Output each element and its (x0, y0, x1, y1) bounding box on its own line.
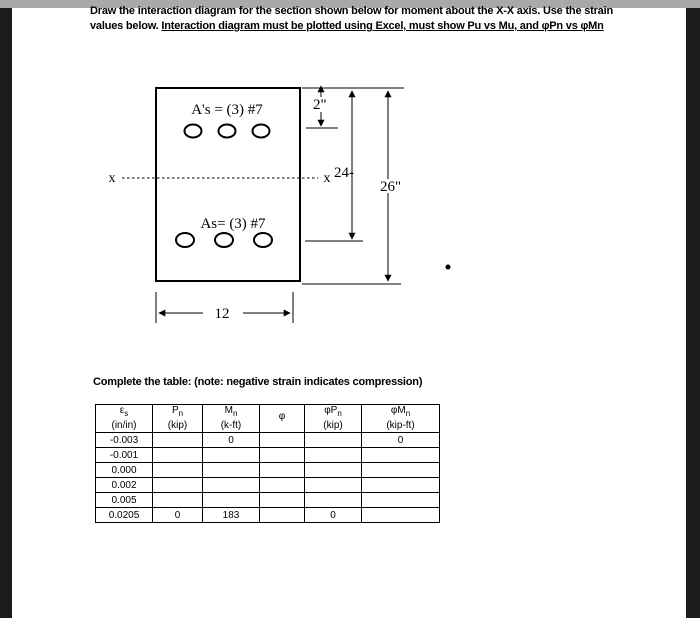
header-symbol: M (224, 405, 233, 416)
dim-width-label: 12 (215, 306, 230, 322)
header-units: (kip-ft) (386, 420, 415, 431)
rebar-circle (217, 123, 237, 139)
table-cell (361, 477, 440, 493)
table-cell (202, 462, 260, 478)
header-symbol: φP (324, 405, 338, 416)
table-cell (361, 492, 440, 508)
table-cell: 0.0205 (95, 507, 153, 523)
strain-table-header: εs (in/in) Pn (kip) Mn (k-ft) φ φPn (kip… (95, 404, 440, 433)
axis-left-label: x (109, 171, 116, 186)
table-cell (304, 492, 362, 508)
table-cell: -0.003 (95, 432, 153, 448)
dim-height-label: 26" (380, 179, 401, 195)
col-header-mn: Mn (k-ft) (202, 404, 260, 433)
section-diagram: A's = (3) #7 x x As= (3) #7 2" 24- 26" 1… (109, 85, 451, 323)
header-subscript: n (232, 409, 238, 418)
table-row: 0.002 (95, 477, 440, 493)
header-units: (kip) (323, 420, 343, 431)
header-units: (kip) (167, 420, 188, 431)
rebar-circle (175, 232, 195, 248)
top-steel-label: A's = (3) #7 (191, 102, 263, 118)
col-header-strain: εs (in/in) (95, 404, 153, 433)
table-cell: 0 (361, 432, 440, 448)
table-cell (259, 477, 305, 493)
table-cell (361, 507, 440, 523)
header-symbol: φ (278, 411, 286, 422)
table-row: -0.001 (95, 447, 440, 463)
dim-height-label-mask (379, 179, 406, 193)
table-cell (259, 447, 305, 463)
table-caption: Complete the table: (note: negative stra… (93, 376, 423, 388)
header-symbol: P (171, 405, 179, 416)
left-margin-strip (0, 8, 12, 618)
table-cell (259, 432, 305, 448)
table-cell: -0.001 (95, 447, 153, 463)
table-cell (259, 492, 305, 508)
table-cell (304, 432, 362, 448)
header-subscript: n (405, 409, 411, 418)
dim-depth-label: 24- (334, 165, 354, 181)
table-cell: 0 (202, 432, 260, 448)
table-cell (152, 477, 203, 493)
table-cell (152, 492, 203, 508)
table-cell: 183 (202, 507, 260, 523)
table-cell (259, 462, 305, 478)
problem-statement-line2: values below. (90, 20, 162, 32)
table-cell (152, 462, 203, 478)
header-subscript: n (337, 409, 342, 418)
col-header-phi: φ (259, 404, 305, 433)
header-units: (k-ft) (220, 420, 242, 431)
header-symbol: ε (119, 405, 125, 416)
table-cell (259, 507, 305, 523)
axis-right-label: x (324, 171, 331, 186)
header-subscript: n (178, 409, 184, 418)
header-row: εs (in/in) Pn (kip) Mn (k-ft) φ φPn (kip… (95, 404, 440, 433)
table-cell (202, 492, 260, 508)
bottom-steel-label: As= (3) #7 (200, 216, 266, 232)
problem-statement-line1: Draw the interaction diagram for the sec… (90, 5, 613, 17)
strain-table: εs (in/in) Pn (kip) Mn (k-ft) φ φPn (kip… (95, 404, 440, 523)
table-cell (202, 477, 260, 493)
table-cell (361, 447, 440, 463)
concrete-section-outline (155, 87, 301, 282)
header-subscript: s (124, 409, 129, 418)
header-symbol: φM (390, 405, 406, 416)
table-cell (152, 432, 203, 448)
rebar-circle (214, 232, 234, 248)
table-cell: 0.005 (95, 492, 153, 508)
table-cell (361, 462, 440, 478)
top-rebar-row (183, 123, 271, 139)
table-cell (304, 447, 362, 463)
period-dot (445, 264, 451, 270)
bottom-rebar-row (175, 232, 273, 248)
col-header-phi-mn: φMn (kip-ft) (361, 404, 440, 433)
col-header-pn: Pn (kip) (152, 404, 203, 433)
table-row: -0.003 0 0 (95, 432, 440, 448)
window-top-bar (0, 0, 700, 8)
table-cell (304, 477, 362, 493)
col-header-phi-pn: φPn (kip) (304, 404, 362, 433)
table-cell: 0.000 (95, 462, 153, 478)
right-margin-strip (686, 8, 700, 618)
table-cell: 0.002 (95, 477, 153, 493)
problem-statement-underlined: Interaction diagram must be plotted usin… (161, 20, 604, 32)
table-cell (202, 447, 260, 463)
table-row: 0.005 (95, 492, 440, 508)
rebar-circle (183, 123, 203, 139)
table-cell (304, 462, 362, 478)
table-cell: 0 (304, 507, 362, 523)
table-row: 0.000 (95, 462, 440, 478)
header-units: (in/in) (111, 420, 137, 431)
rebar-circle (253, 232, 273, 248)
problem-statement: Draw the interaction diagram for the sec… (90, 4, 613, 34)
dim-top-label: 2" (313, 97, 327, 113)
rebar-circle (251, 123, 271, 139)
table-cell: 0 (152, 507, 203, 523)
table-cell (152, 447, 203, 463)
